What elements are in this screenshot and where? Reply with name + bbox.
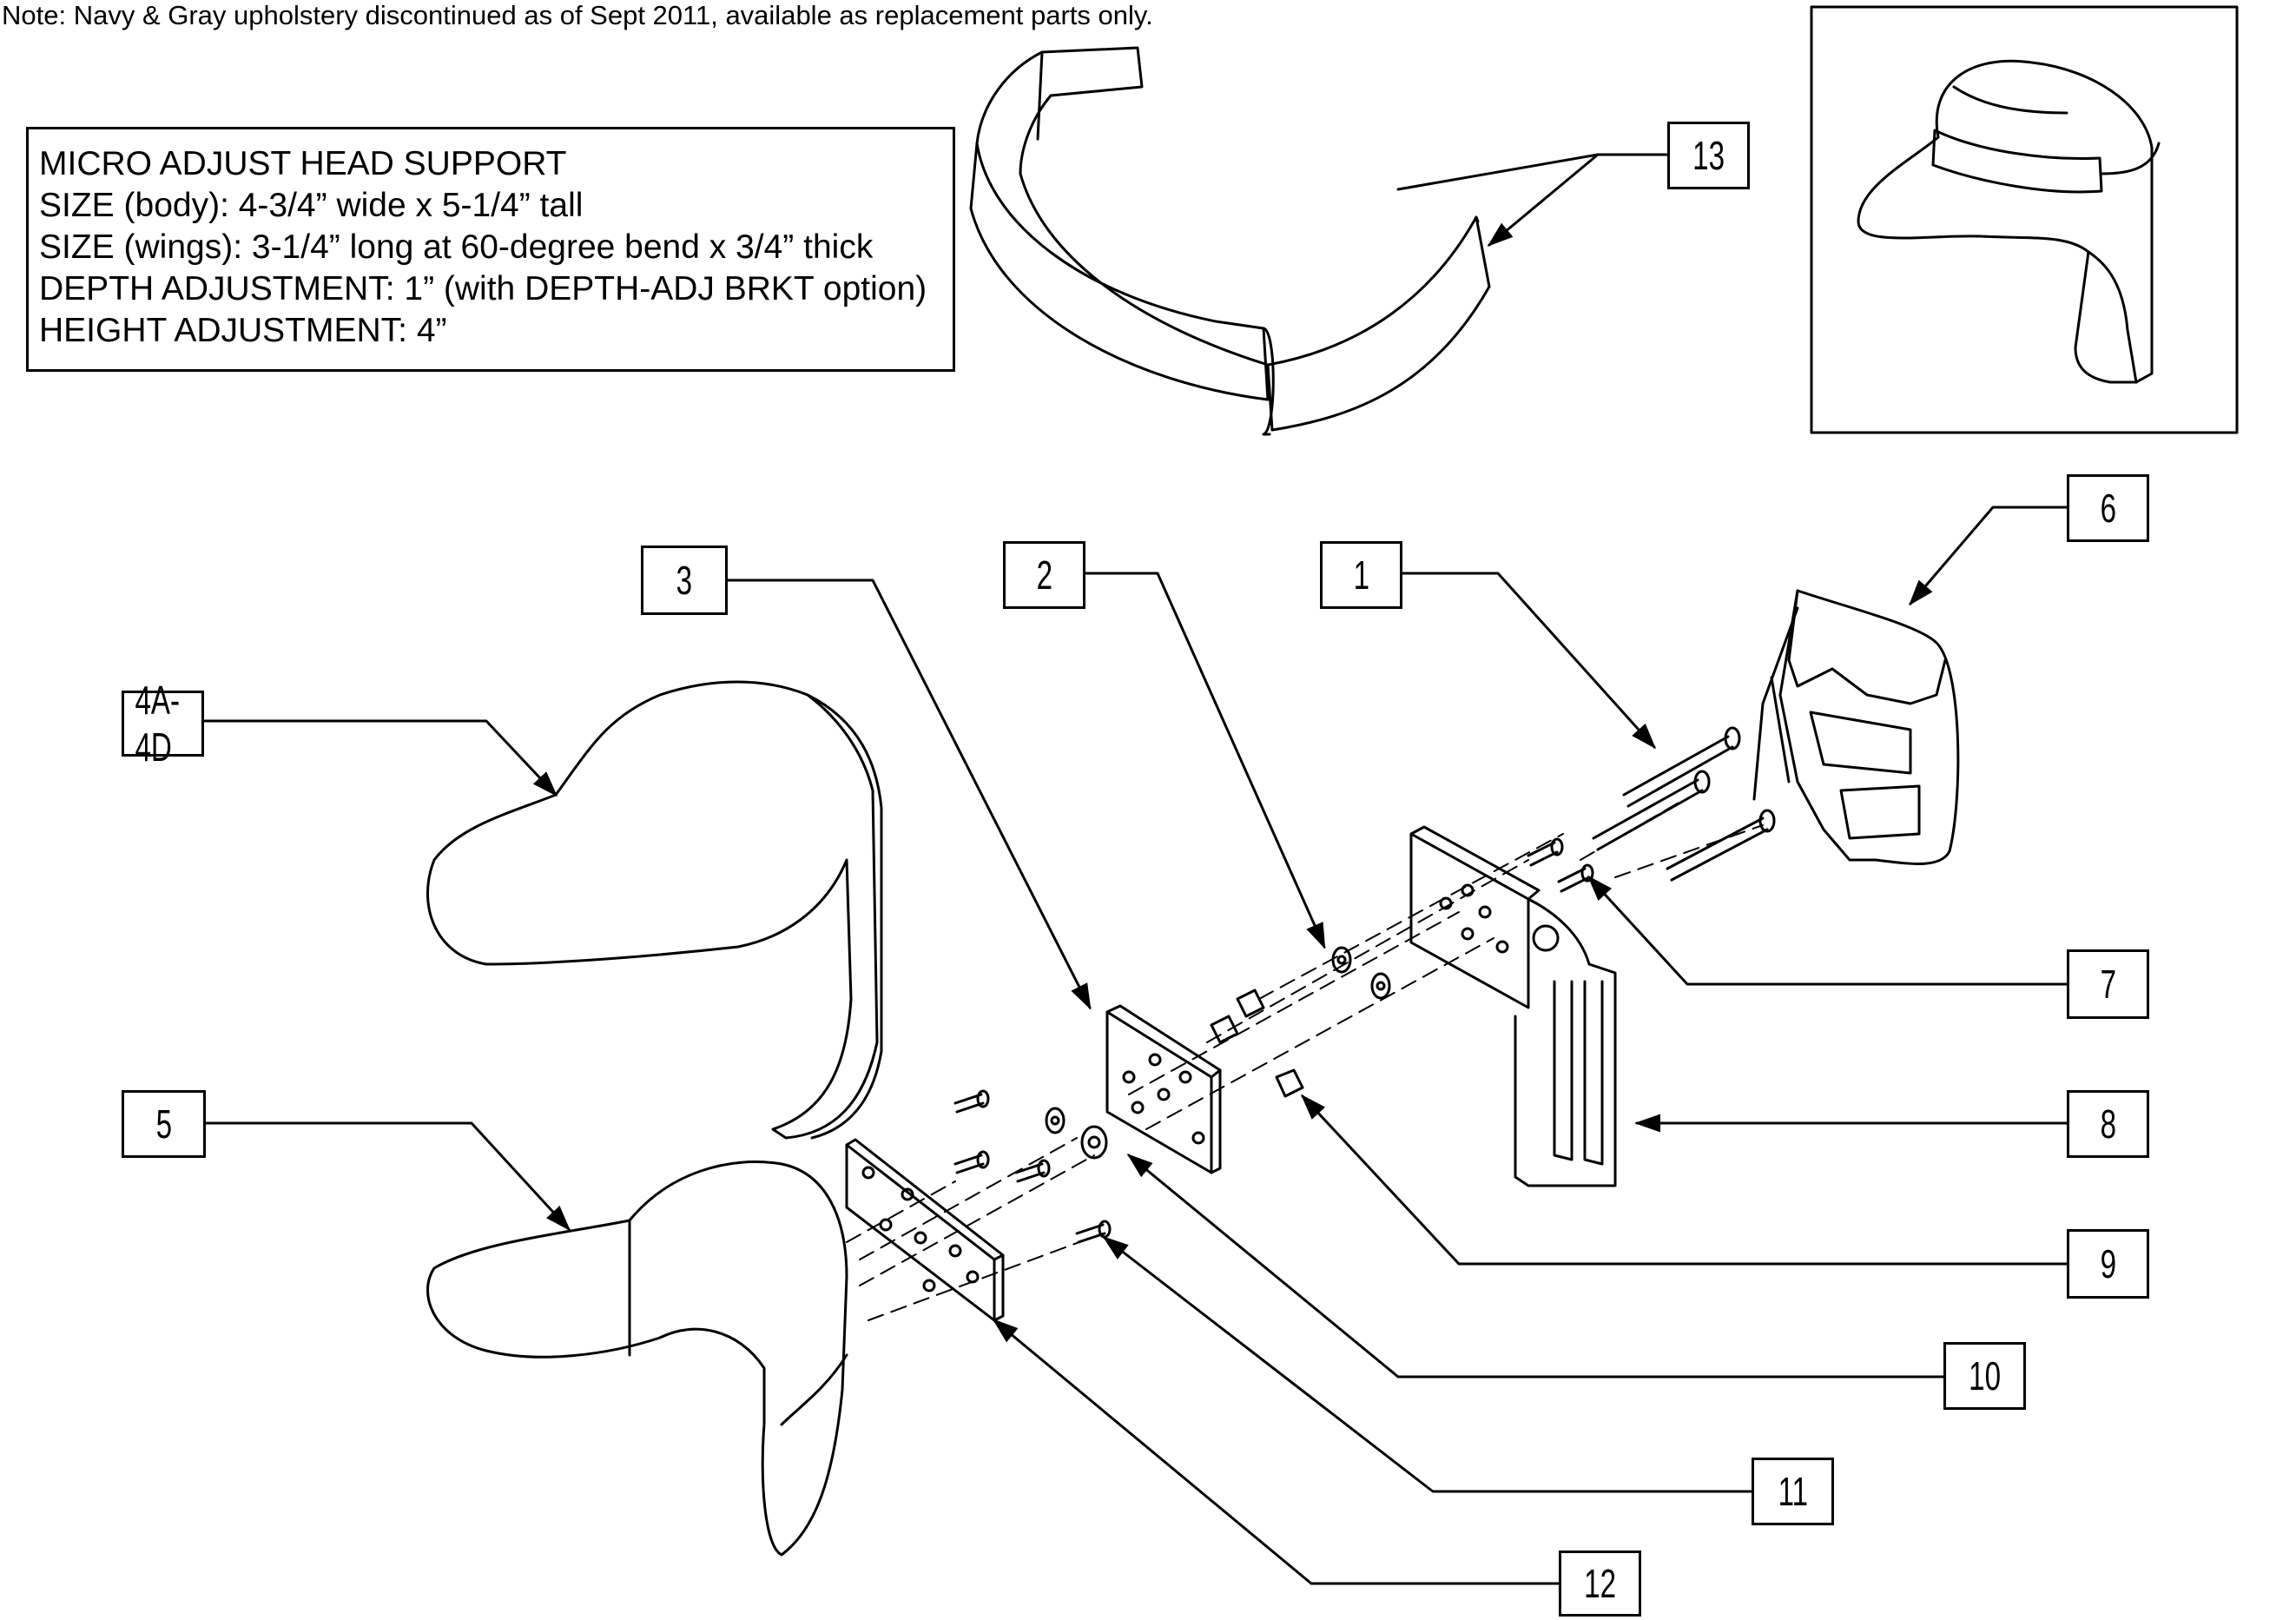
callout-4a-4d: 4A-4D: [122, 678, 204, 770]
leader-lines: [201, 153, 2068, 1585]
upholstery-note: Note: Navy & Gray upholstery discontinue…: [2, 0, 1153, 30]
washers-and-nuts-icon: [1045, 946, 1391, 1160]
spec-box: MICRO ADJUST HEAD SUPPORT SIZE (body): 4…: [26, 127, 955, 372]
assembled-headrest-icon: [1857, 59, 2161, 384]
spec-wings-size: SIZE (wings): 3-1/4” long at 60-degree b…: [39, 228, 874, 266]
spec-body-size: SIZE (body): 4-3/4” wide x 5-1/4” tall: [39, 187, 584, 224]
height-bracket-icon: [1409, 825, 1617, 1187]
callout-8: 8: [2067, 1090, 2149, 1158]
callout-2: 2: [1003, 541, 1085, 609]
callout-3: 3: [641, 546, 728, 615]
callout-7: 7: [2067, 949, 2149, 1019]
callout-10: 10: [1943, 1342, 2026, 1410]
assembly-center-lines: [846, 798, 1764, 1321]
headrest-cushion-icon: [426, 1160, 848, 1557]
long-screws-icon: [1592, 726, 1776, 882]
callout-11: 11: [1752, 1458, 1834, 1525]
headrest-pad-icon: [426, 680, 883, 1140]
head-strap-icon: [969, 46, 1491, 436]
callout-9: 9: [2067, 1229, 2149, 1299]
callout-12: 12: [1559, 1551, 1641, 1617]
callout-13: 13: [1667, 122, 1750, 189]
callout-1: 1: [1320, 541, 1402, 609]
spec-title: MICRO ADJUST HEAD SUPPORT: [39, 145, 567, 182]
callout-5: 5: [122, 1090, 206, 1158]
spec-depth-adjustment: DEPTH ADJUSTMENT: 1” (with DEPTH-ADJ BRK…: [39, 270, 927, 307]
spec-height-adjustment: HEIGHT ADJUSTMENT: 4”: [39, 312, 447, 349]
callout-6: 6: [2067, 474, 2149, 542]
mount-shroud-icon: [1752, 589, 1960, 865]
short-screws-icon: [953, 837, 1594, 1244]
assembled-view-inset: [1810, 5, 2239, 434]
adapter-plate-icon: [1105, 1004, 1222, 1174]
